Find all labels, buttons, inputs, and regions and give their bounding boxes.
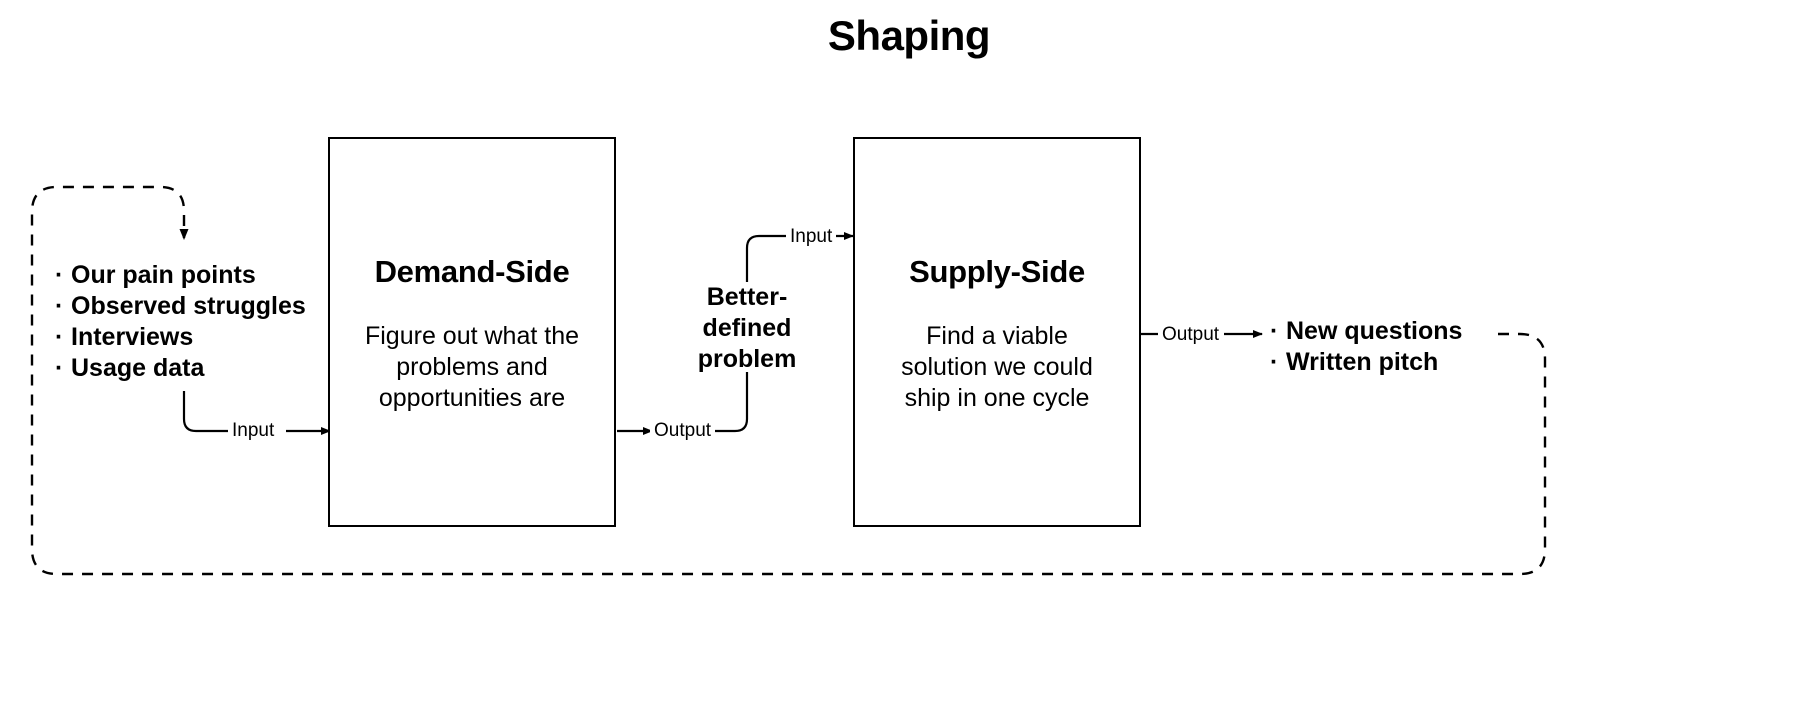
artifact-line: defined	[702, 314, 792, 342]
artifact-line: problem	[697, 345, 797, 373]
supply-side-body-line: Find a viable	[926, 322, 1068, 350]
list-item-label: Our pain points	[71, 261, 256, 289]
list-item: ·Written pitch	[1270, 347, 1462, 378]
demand-side-body-line: opportunities are	[378, 384, 566, 412]
bullet-icon: ·	[55, 354, 64, 382]
supply-side-title: Supply-Side	[909, 254, 1085, 289]
edge-label-output-demand: Output	[650, 420, 716, 442]
list-item: ·Interviews	[55, 322, 306, 353]
edge-artifact-to-supply	[745, 232, 854, 282]
list-item-label: Written pitch	[1286, 348, 1439, 376]
bullet-icon: ·	[1270, 317, 1279, 345]
inputs-list: ·Our pain points ·Observed struggles ·In…	[55, 260, 306, 384]
page-title: Shaping	[827, 12, 991, 59]
edge-label-input-demand: Input	[228, 420, 279, 442]
demand-side-body-line: problems and	[396, 353, 548, 381]
bullet-icon: ·	[55, 323, 64, 351]
bullet-icon: ·	[55, 292, 64, 320]
supply-side-body-line: ship in one cycle	[904, 384, 1090, 412]
list-item-label: Observed struggles	[71, 292, 306, 320]
demand-side-body: Figure out what the problems and opportu…	[330, 321, 614, 414]
artifact-line: Better-	[706, 283, 788, 311]
edge-inputs-to-demand	[182, 391, 331, 435]
list-item-label: Usage data	[71, 354, 205, 382]
list-item-label: Interviews	[71, 323, 194, 351]
supply-side-body: Find a viable solution we could ship in …	[855, 321, 1139, 414]
supply-side-body-line: solution we could	[901, 353, 1093, 381]
demand-side-title: Demand-Side	[374, 254, 570, 289]
bullet-icon: ·	[1270, 348, 1279, 376]
list-item: ·Usage data	[55, 353, 306, 384]
demand-side-box: Demand-Side Figure out what the problems…	[328, 137, 616, 527]
demand-side-body-line: Figure out what the	[364, 322, 579, 350]
bullet-icon: ·	[55, 261, 64, 289]
list-item: ·Observed struggles	[55, 291, 306, 322]
supply-side-box: Supply-Side Find a viable solution we co…	[853, 137, 1141, 527]
outputs-list: ·New questions ·Written pitch	[1270, 316, 1462, 378]
list-item: ·New questions	[1270, 316, 1462, 347]
edge-label-input-supply: Input	[786, 226, 837, 248]
artifact-label: Better- defined problem	[686, 282, 808, 375]
list-item: ·Our pain points	[55, 260, 306, 291]
edge-label-output-supply: Output	[1158, 324, 1224, 346]
list-item-label: New questions	[1286, 317, 1463, 345]
edge-demand-to-artifact	[617, 372, 749, 435]
